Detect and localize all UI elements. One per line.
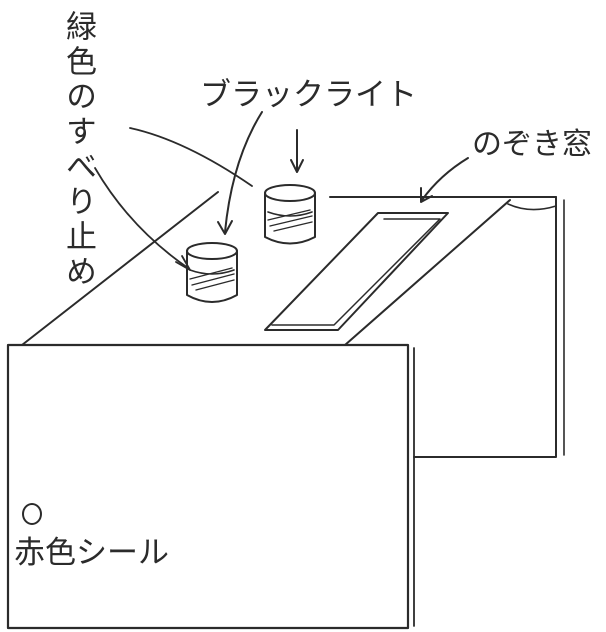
green-stopper-label: 緑色のすべり止め	[60, 10, 96, 290]
black-light-label: ブラックライト	[200, 77, 417, 113]
black-light-arrow-1	[224, 111, 263, 233]
green-stopper-leader-a	[129, 127, 253, 187]
black-light-cylinder-back	[264, 184, 316, 245]
top-left-edge	[21, 191, 219, 346]
peephole-window-inner	[271, 218, 441, 326]
red-seal-label: 赤色シール	[14, 535, 169, 571]
back-panel	[413, 196, 557, 458]
front-panel	[6, 343, 410, 630]
green-stopper-leader-b	[94, 167, 189, 269]
peephole-window	[264, 212, 449, 331]
red-seal-circle-icon	[22, 503, 42, 525]
black-light-cylinder-front	[186, 242, 238, 303]
top-right-diagonal	[344, 199, 511, 346]
peephole-label: のぞき窓	[472, 127, 592, 162]
peephole-arrow	[421, 157, 469, 201]
back-panel-top-curl	[507, 203, 557, 211]
